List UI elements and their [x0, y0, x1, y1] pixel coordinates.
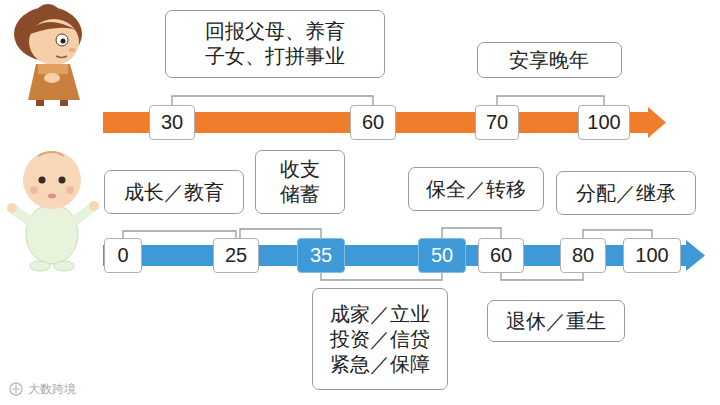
- woman-figure: [14, 4, 82, 106]
- age-marker-box: 70: [475, 105, 519, 140]
- age-number: 60: [490, 243, 512, 268]
- age-marker-box: 30: [149, 105, 195, 140]
- age-number: 100: [587, 110, 620, 135]
- age-number: 100: [635, 243, 668, 268]
- stage-label-box: 保全／转移: [408, 167, 544, 211]
- age-marker-box: 35: [297, 238, 345, 273]
- stage-label: 收支 储蓄: [279, 157, 321, 207]
- age-marker-box: 25: [213, 238, 259, 273]
- age-number: 50: [431, 243, 453, 268]
- stage-label-box: 成长／教育: [104, 170, 244, 214]
- age-marker-box: 80: [560, 238, 606, 273]
- watermark: 大数跨境: [28, 381, 76, 398]
- watermark-logo: [10, 383, 22, 395]
- age-marker-box: 60: [350, 105, 396, 140]
- stage-label-box: 回报父母、养育 子女、打拼事业: [165, 10, 385, 78]
- stage-label: 保全／转移: [426, 177, 526, 202]
- stage-label-box: 收支 储蓄: [255, 150, 345, 214]
- stage-label: 安享晚年: [509, 48, 589, 73]
- age-number: 60: [362, 110, 384, 135]
- stage-label-box: 退休／重生: [487, 300, 625, 342]
- stage-label-box: 成家／立业 投资／信贷 紧急／保障: [312, 288, 448, 390]
- age-marker-box: 100: [578, 105, 630, 140]
- stage-label: 回报父母、养育 子女、打拼事业: [204, 19, 346, 69]
- age-number: 80: [572, 243, 594, 268]
- age-marker-box: 50: [418, 238, 466, 273]
- age-marker-box: 0: [104, 238, 142, 273]
- stage-label: 成家／立业 投资／信贷 紧急／保障: [329, 302, 431, 377]
- age-number: 70: [486, 110, 508, 135]
- age-marker-box: 100: [623, 238, 681, 273]
- baby-figure: [7, 151, 99, 271]
- age-marker-box: 60: [478, 238, 524, 273]
- age-number: 35: [310, 243, 332, 268]
- blue-timeline-arrow: [103, 240, 705, 271]
- stage-label: 退休／重生: [506, 309, 606, 334]
- stage-label-box: 安享晚年: [477, 42, 622, 78]
- stage-label-box: 分配／继承: [556, 171, 696, 215]
- age-number: 30: [161, 110, 183, 135]
- stage-label: 分配／继承: [576, 181, 676, 206]
- age-number: 0: [117, 243, 128, 268]
- stage-label: 成长／教育: [124, 180, 224, 205]
- age-number: 25: [225, 243, 247, 268]
